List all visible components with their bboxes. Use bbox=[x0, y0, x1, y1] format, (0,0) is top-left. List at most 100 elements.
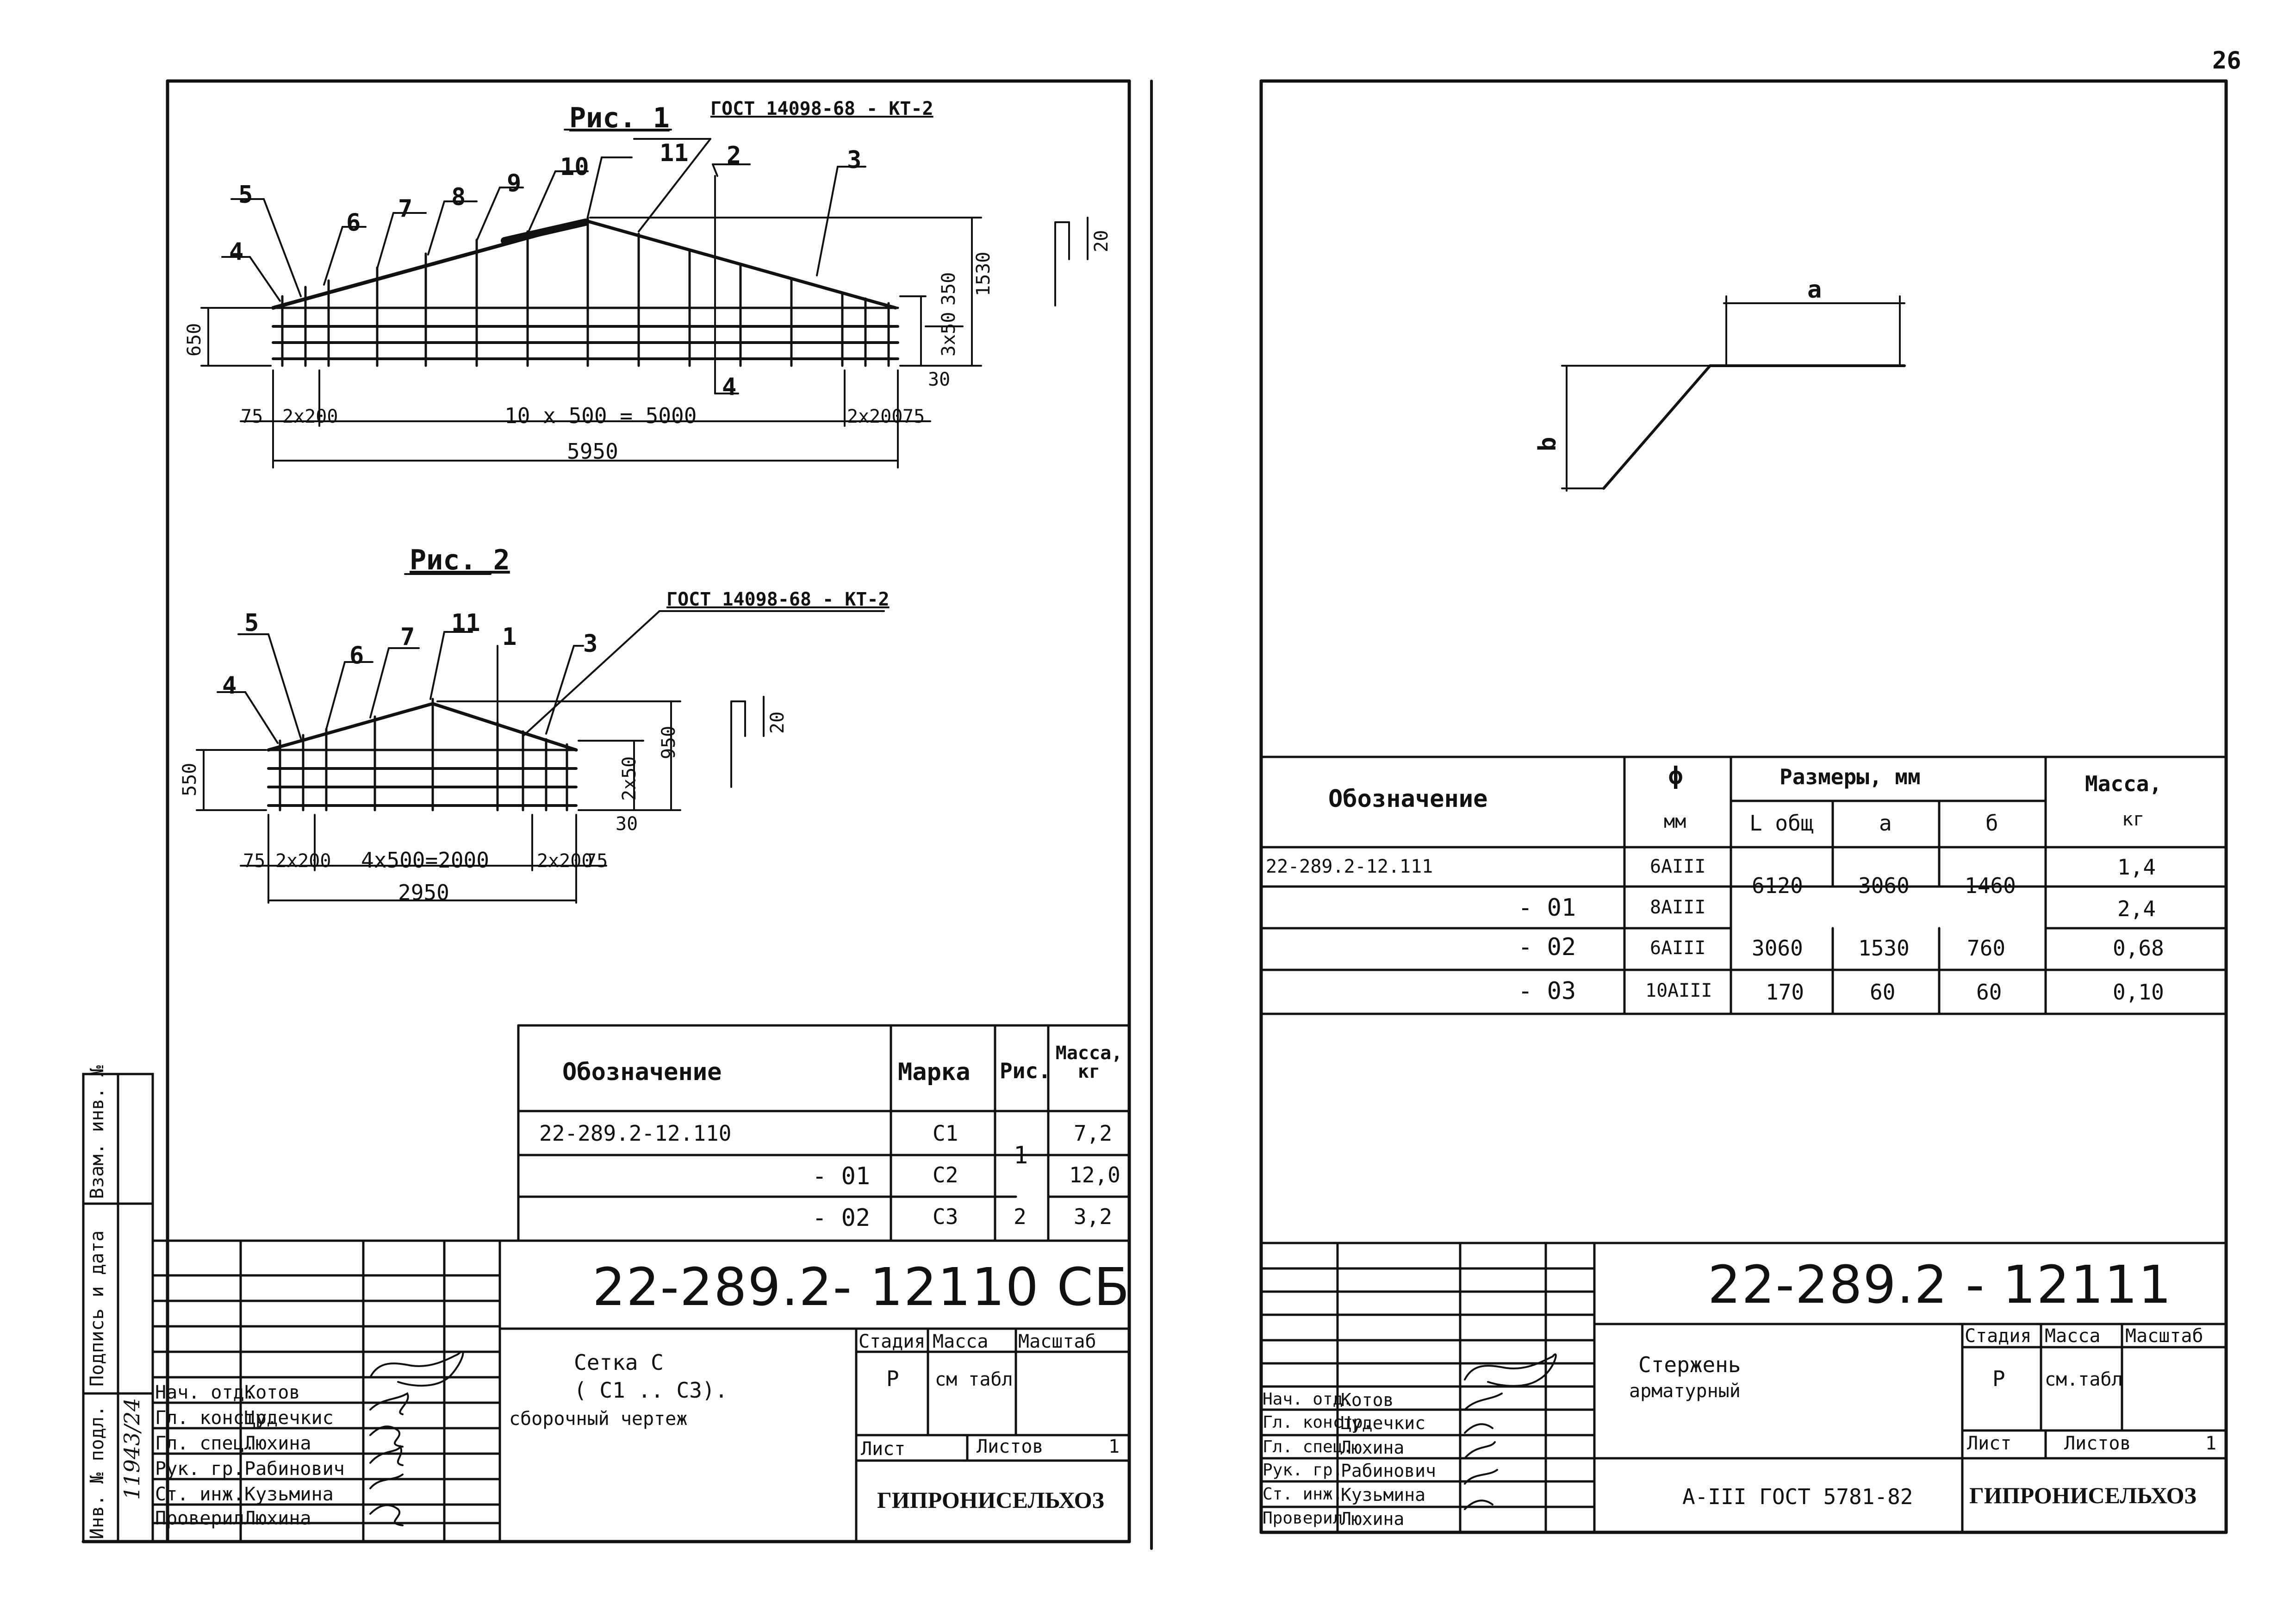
right-doc-name-1: Стержень bbox=[1638, 1352, 1741, 1377]
rebar-sketch bbox=[1561, 295, 1906, 492]
left-role-4: Рук. гр. bbox=[155, 1458, 244, 1480]
left-spec-header-mark: Марка bbox=[898, 1058, 971, 1086]
right-name-1: Котов bbox=[1341, 1390, 1394, 1410]
left-role-5: Ст. инж. bbox=[155, 1484, 244, 1505]
left-spec-row2-designation: - 01 bbox=[812, 1162, 871, 1190]
right-spec-header-diam: ϕ bbox=[1668, 762, 1683, 790]
left-role-2: Гл. констр. bbox=[155, 1407, 278, 1429]
fig1-callout-8: 8 bbox=[451, 183, 466, 211]
fig2-title: Рис. 2 bbox=[410, 544, 510, 576]
right-role-5: Ст. инж. bbox=[1263, 1485, 1343, 1504]
right-spec-row1-mass: 1,4 bbox=[2117, 855, 2156, 880]
right-spec-row4-a: 60 bbox=[1870, 980, 1896, 1005]
right-role-1: Нач. отд. bbox=[1263, 1390, 1353, 1409]
right-spec-row3-designation: - 02 bbox=[1518, 933, 1576, 961]
left-spec-row1-mass: 7,2 bbox=[1074, 1121, 1113, 1146]
fig1-dim-1530: 1530 bbox=[973, 251, 994, 296]
left-spec-row2-mark: С2 bbox=[933, 1162, 958, 1187]
right-sheet-label: Лист bbox=[1967, 1433, 2012, 1454]
fig1-callout-3: 3 bbox=[847, 146, 862, 174]
right-spec-row1-lgen: 6120 bbox=[1752, 873, 1803, 898]
left-org-name: ГИПРОНИСЕЛЬХОЗ bbox=[877, 1487, 1104, 1513]
fig1-callout-4: 4 bbox=[722, 373, 737, 401]
right-scale-header: Масштаб bbox=[2125, 1325, 2203, 1347]
fig1-dim-350: 350 bbox=[938, 272, 959, 306]
stamp-replace-label: Взам. инв. № bbox=[87, 1065, 108, 1199]
left-role-6: Проверил bbox=[155, 1508, 244, 1529]
fig2-dim-200a: 2x200 bbox=[275, 850, 331, 872]
left-role-3: Гл. спец. bbox=[155, 1433, 255, 1454]
left-spec-row3-designation: - 02 bbox=[812, 1204, 871, 1232]
stamp-inv-number: 11943/24 bbox=[119, 1398, 144, 1500]
fig2-dim-75b: 75 bbox=[585, 850, 608, 872]
fig1-dim-75b: 75 bbox=[902, 406, 925, 427]
right-spec-header-mass: Масса, bbox=[2085, 771, 2162, 796]
left-name-1: Котов bbox=[244, 1382, 300, 1403]
right-spec-row4-designation: - 03 bbox=[1518, 977, 1576, 1005]
right-name-4: Рабинович bbox=[1341, 1461, 1436, 1481]
right-spec-lines bbox=[1260, 756, 2228, 1015]
right-spec-row4-lgen: 170 bbox=[1766, 980, 1804, 1005]
fig2-dim-200b: 2x200 bbox=[537, 850, 593, 872]
right-spec-row3-b: 760 bbox=[1967, 936, 2006, 961]
fig2-callout-4: 4 bbox=[222, 672, 237, 700]
fig1-dim-total: 5950 bbox=[567, 439, 618, 464]
right-role-6: Проверил bbox=[1263, 1509, 1343, 1528]
fig2-callout-5: 5 bbox=[244, 609, 259, 637]
right-role-3: Гл. спец. bbox=[1263, 1437, 1353, 1456]
fig2-dim-950: 950 bbox=[658, 725, 679, 759]
left-doc-code: 22-289.2- 12110 СБ bbox=[592, 1257, 1131, 1318]
fig2-dimensions bbox=[196, 696, 765, 904]
fig1-dim-200a: 2x200 bbox=[282, 406, 338, 427]
left-frame bbox=[81, 79, 1131, 1543]
fig2-callout-11: 11 bbox=[451, 609, 480, 637]
fig1-dim-20: 20 bbox=[1091, 230, 1112, 252]
fig2-gost: ГОСТ 14098-68 - КТ-2 bbox=[666, 589, 890, 610]
right-org-name: ГИПРОНИСЕЛЬХОЗ bbox=[1969, 1482, 2196, 1508]
right-doc-code: 22-289.2 - 12111 bbox=[1708, 1255, 2172, 1315]
fig1-callout-6: 6 bbox=[346, 209, 361, 237]
sketch-label-b: b bbox=[1534, 437, 1562, 451]
right-spec-row4-mass: 0,10 bbox=[2113, 980, 2164, 1005]
fig1-gost: ГОСТ 14098-68 - КТ-2 bbox=[710, 98, 933, 119]
left-spec-row1-mark: С1 bbox=[933, 1121, 958, 1146]
fig2-dim-75a: 75 bbox=[243, 850, 266, 872]
right-stage-header: Стадия bbox=[1965, 1325, 2032, 1347]
right-spec-header-mass-unit: кг bbox=[2122, 809, 2145, 830]
right-spec-row1-designation: 22-289.2-12.111 bbox=[1266, 856, 1433, 877]
fig1-mesh bbox=[271, 216, 899, 367]
right-spec-row3-steel: 6АIII bbox=[1650, 937, 1706, 959]
fig1-callout-9: 9 bbox=[507, 169, 522, 197]
left-spec-row1-designation: 22-289.2-12.110 bbox=[539, 1121, 732, 1146]
fig1-dim-span: 10 x 500 = 5000 bbox=[504, 403, 697, 428]
left-spec-row3-mark: С3 bbox=[933, 1204, 958, 1229]
right-spec-row2-designation: - 01 bbox=[1518, 894, 1576, 922]
right-spec-header-diam-unit: мм bbox=[1664, 811, 1686, 832]
fig1-dim-30: 30 bbox=[928, 369, 951, 390]
fig1-dim-650: 650 bbox=[184, 323, 205, 356]
fig1-callout-2: 2 bbox=[727, 142, 741, 169]
left-titleblock-lines bbox=[151, 1239, 1131, 1543]
fig1-dim-75a: 75 bbox=[241, 406, 263, 427]
right-doc-name-2: арматурный bbox=[1629, 1380, 1741, 1402]
fig2-callout-7: 7 bbox=[400, 623, 415, 651]
fig2-dim-2x50: 2x50 bbox=[619, 756, 640, 801]
fig1-leaders bbox=[221, 129, 866, 394]
right-spec-row2-mass: 2,4 bbox=[2117, 896, 2156, 921]
right-spec-row2-steel: 8АIII bbox=[1650, 897, 1706, 918]
left-doc-name-3: сборочный чертеж bbox=[509, 1408, 688, 1430]
right-mass-value: см.табл bbox=[2045, 1369, 2123, 1390]
right-spec-row3-mass: 0,68 bbox=[2113, 936, 2164, 961]
left-sheets-value: 1 bbox=[1108, 1436, 1120, 1457]
left-name-4: Рабинович bbox=[244, 1458, 345, 1480]
right-spec-row1-b: 1460 bbox=[1965, 873, 2016, 898]
fig2-dim-550: 550 bbox=[179, 762, 200, 796]
right-name-3: Люхина bbox=[1341, 1437, 1405, 1458]
left-spec-header-designation: Обозначение bbox=[562, 1058, 722, 1086]
stamp-sign-label: Подпись и дата bbox=[87, 1230, 108, 1387]
fig2-callout-3: 3 bbox=[583, 630, 598, 658]
right-spec-header-lgen: L общ bbox=[1749, 811, 1814, 836]
left-scale-header: Масштаб bbox=[1018, 1331, 1096, 1352]
left-mass-value: см табл bbox=[935, 1369, 1013, 1390]
